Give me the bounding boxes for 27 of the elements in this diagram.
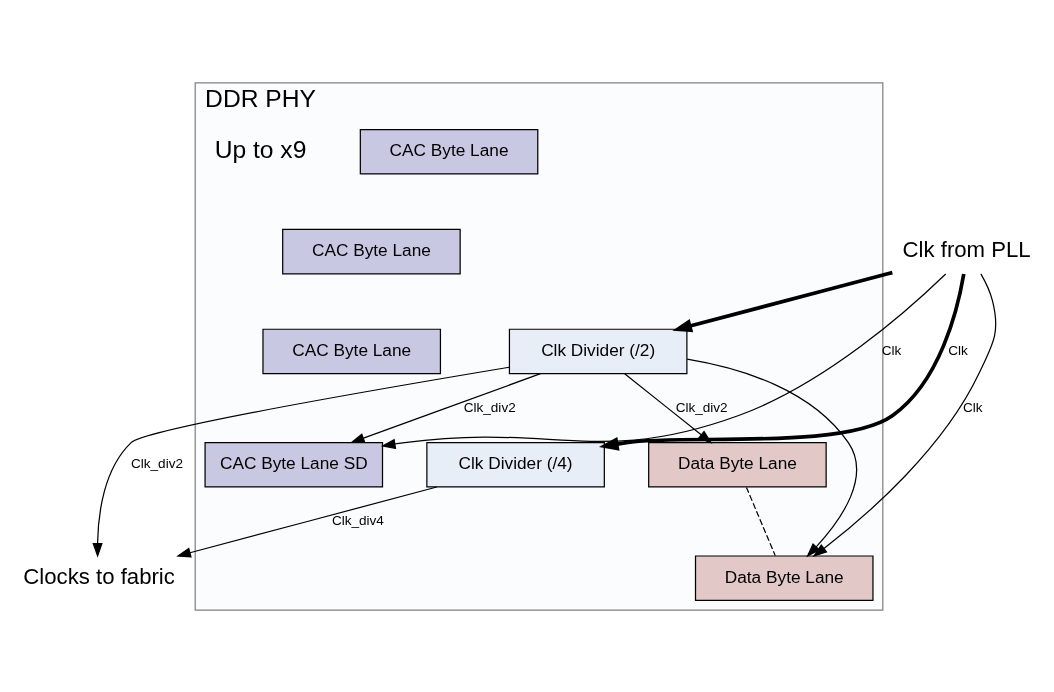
arrow xyxy=(176,485,438,558)
node-text: Clk from PLL xyxy=(902,236,1031,262)
arrow xyxy=(380,272,947,449)
edge-label: Clk_div4 xyxy=(331,512,384,528)
arrow xyxy=(92,366,510,558)
arrow xyxy=(812,272,997,557)
edge-label: Clk_div2 xyxy=(131,455,183,471)
node-box: CAC Byte Lane xyxy=(359,128,539,175)
arrow xyxy=(349,372,542,443)
label: Up to x9 xyxy=(214,135,307,163)
edge-label: Clk_div2 xyxy=(675,399,728,415)
connector xyxy=(745,486,776,556)
node-box: Data Byte Lane xyxy=(648,441,827,488)
arrow xyxy=(672,270,893,332)
node-box: CAC Byte Lane xyxy=(262,328,442,374)
node-box: Data Byte Lane xyxy=(694,554,874,601)
node-box: Clk Divider (/4) xyxy=(426,441,605,488)
edge-label: Clk xyxy=(963,399,983,415)
arrow xyxy=(686,358,858,557)
arrow xyxy=(598,273,966,451)
node-box: CAC Byte Lane SD xyxy=(204,441,384,488)
node-text: Clocks to fabric xyxy=(23,563,175,589)
node-box: Clk Divider (/2) xyxy=(508,328,688,374)
node-box: CAC Byte Lane xyxy=(282,228,461,274)
edge-label: Clk_div2 xyxy=(463,399,516,415)
edge-label: Clk xyxy=(881,342,902,358)
edge-label: Clk xyxy=(948,342,968,358)
